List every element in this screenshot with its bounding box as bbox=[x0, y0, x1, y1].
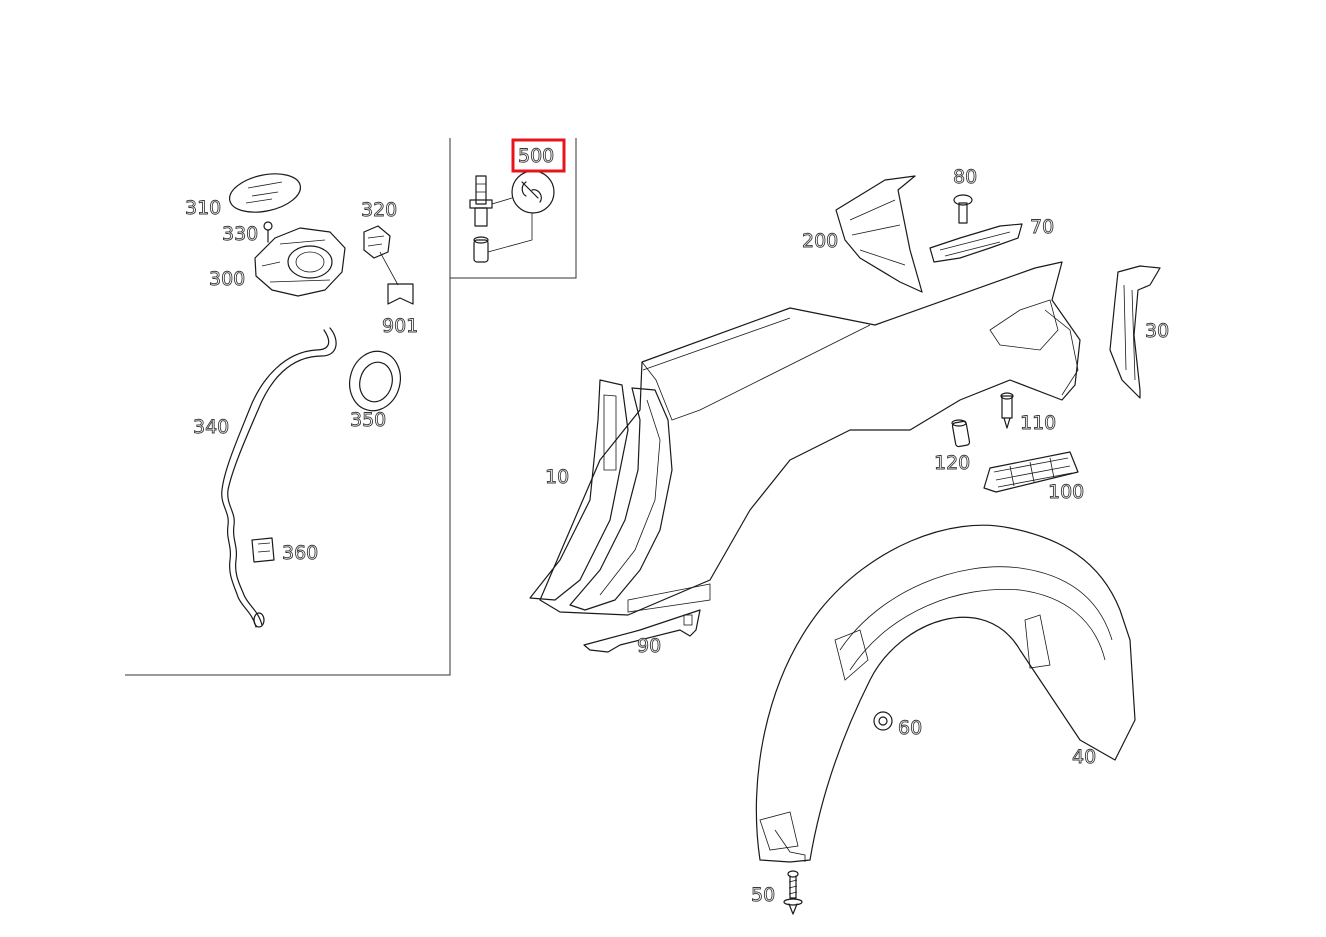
part-120-plug[interactable] bbox=[951, 419, 971, 448]
callout-310[interactable]: 310 bbox=[185, 197, 222, 220]
part-320-actuator[interactable] bbox=[363, 225, 399, 286]
part-350-grommet[interactable] bbox=[343, 346, 407, 417]
callout-120[interactable]: 120 bbox=[934, 452, 971, 475]
callout-320[interactable]: 320 bbox=[361, 199, 398, 222]
part-200-bracket[interactable] bbox=[835, 175, 923, 293]
callout-80[interactable]: 80 bbox=[953, 166, 978, 189]
part-70-trim[interactable] bbox=[929, 223, 1023, 263]
callout-330[interactable]: 330 bbox=[222, 223, 259, 246]
callout-100[interactable]: 100 bbox=[1048, 481, 1085, 504]
part-300-filler-housing[interactable] bbox=[254, 227, 346, 297]
callout-110[interactable]: 110 bbox=[1020, 412, 1057, 435]
part-40-wheel-arch-liner[interactable] bbox=[755, 524, 1136, 863]
highlight-box-500 bbox=[511, 138, 566, 173]
callout-200[interactable]: 200 bbox=[802, 230, 839, 253]
callout-70[interactable]: 70 bbox=[1030, 216, 1055, 239]
callout-340[interactable]: 340 bbox=[193, 416, 230, 439]
part-100-vent-grille[interactable] bbox=[983, 451, 1079, 493]
part-90-strip[interactable] bbox=[583, 609, 701, 653]
part-340-drain-hose[interactable] bbox=[221, 327, 337, 628]
callout-50[interactable]: 50 bbox=[751, 884, 776, 907]
callout-30[interactable]: 30 bbox=[1145, 320, 1170, 343]
part-80-bolt[interactable] bbox=[953, 194, 973, 224]
part-330-screw[interactable] bbox=[263, 221, 273, 243]
part-50-screw[interactable] bbox=[783, 870, 803, 915]
fuel-filler-group-frame bbox=[125, 138, 577, 676]
callout-500[interactable]: 500 bbox=[518, 145, 555, 168]
part-10-side-panel[interactable] bbox=[529, 261, 1081, 616]
callout-90[interactable]: 90 bbox=[637, 635, 662, 658]
callout-360[interactable]: 360 bbox=[282, 542, 319, 565]
part-110-pin[interactable] bbox=[1000, 392, 1014, 429]
part-310-fuel-flap[interactable] bbox=[226, 168, 304, 218]
callout-10[interactable]: 10 bbox=[545, 466, 570, 489]
part-901-clip[interactable] bbox=[387, 283, 414, 305]
callout-901[interactable]: 901 bbox=[382, 315, 419, 338]
callout-40[interactable]: 40 bbox=[1072, 746, 1097, 769]
part-360-clip[interactable] bbox=[251, 537, 275, 563]
part-500-kit[interactable] bbox=[469, 170, 555, 263]
callout-350[interactable]: 350 bbox=[350, 409, 387, 432]
part-60-nut[interactable] bbox=[873, 711, 893, 731]
part-30-panel[interactable] bbox=[1109, 265, 1161, 399]
callout-300[interactable]: 300 bbox=[209, 268, 246, 291]
callout-60[interactable]: 60 bbox=[898, 717, 923, 740]
